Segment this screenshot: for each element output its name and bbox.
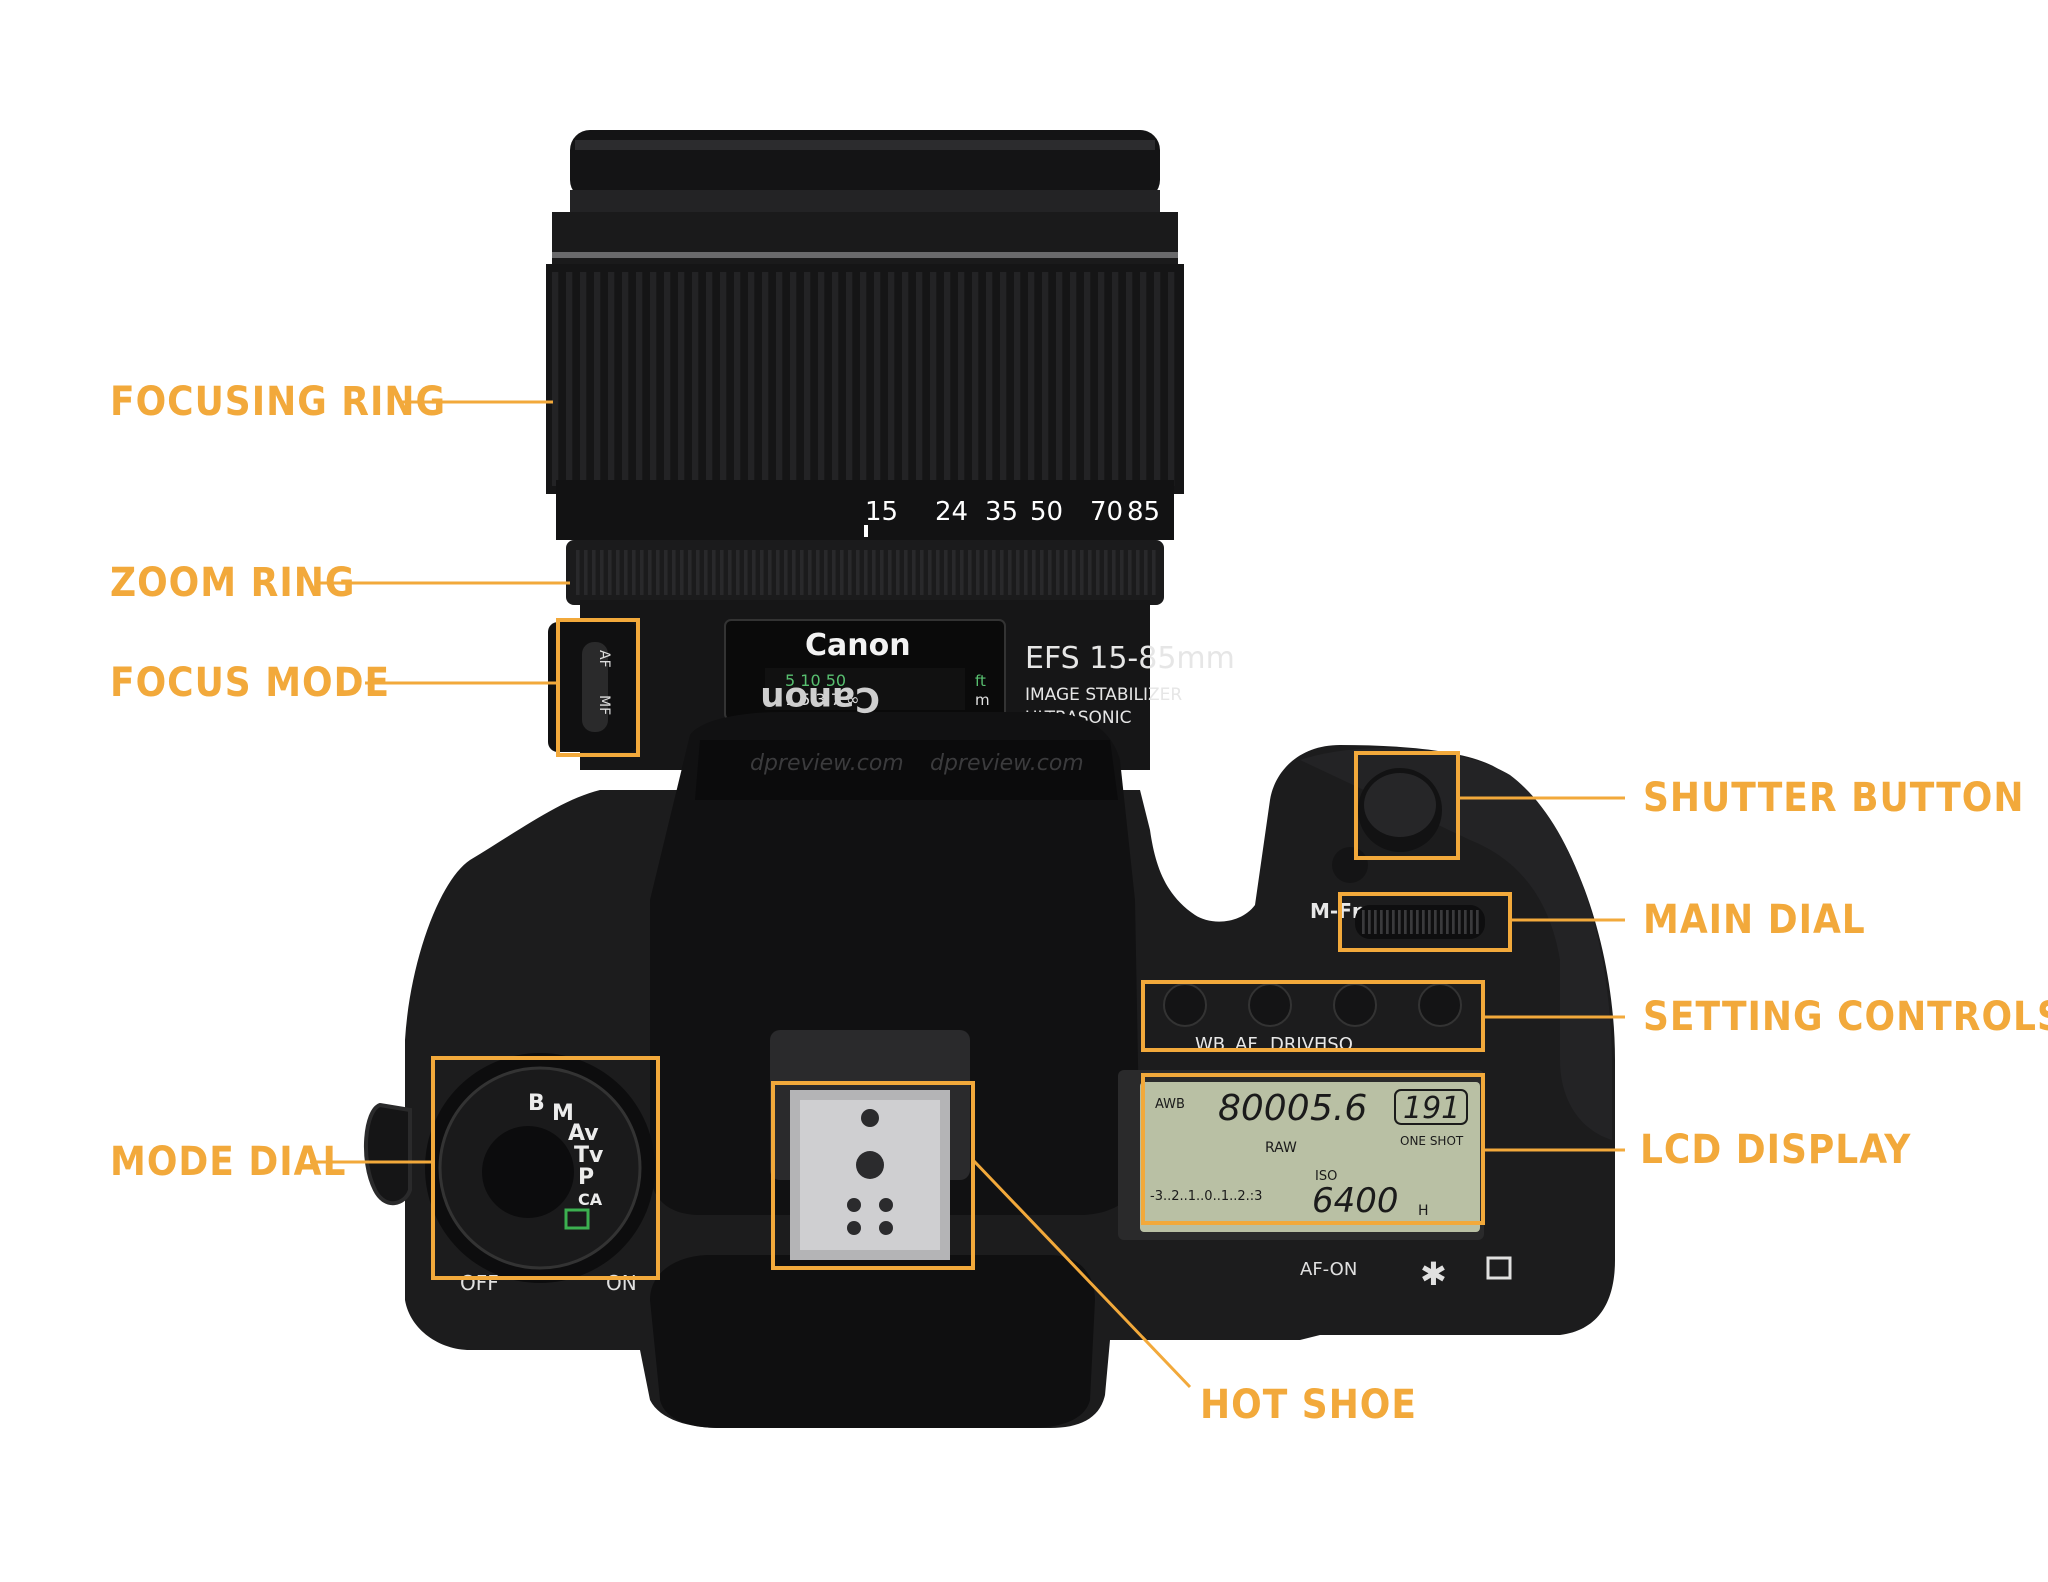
mode-letter: Av xyxy=(568,1121,599,1146)
zoom-ring-label: ZOOM RING xyxy=(110,560,356,606)
mode-letter: M xyxy=(552,1101,574,1126)
unit-m: m xyxy=(975,691,990,709)
hot-shoe[interactable] xyxy=(770,1030,970,1260)
watermark: dpreview.com xyxy=(750,751,904,776)
lcd-awb: AWB xyxy=(1155,1097,1185,1112)
lcd-exposure-scale: -3..2..1..0..1..2.:3 xyxy=(1150,1189,1262,1204)
af-point-icon xyxy=(1486,1256,1512,1280)
mode-letter: P xyxy=(578,1165,594,1190)
mode-letter: Tv xyxy=(574,1143,604,1168)
callout-lines xyxy=(310,400,1625,1389)
focal-mark: 70 xyxy=(1090,497,1123,527)
callout-boxes xyxy=(431,618,1512,1280)
mode-letter: B xyxy=(528,1091,545,1116)
lcd-shots: 191 xyxy=(1403,1091,1460,1126)
lcd-iso-label: ISO xyxy=(1315,1169,1337,1184)
lens: 15 24 35 50 70 85 Canon 5 10 50 1.5 3 7 … xyxy=(546,130,1235,770)
distance-scale-ft: 5 10 50 xyxy=(785,671,846,690)
focal-mark: 35 xyxy=(985,497,1018,527)
focal-length-scale: 15 24 35 50 70 85 xyxy=(864,497,1160,537)
main-dial-box xyxy=(1338,892,1512,952)
focal-mark: 50 xyxy=(1030,497,1063,527)
switch-af-label: AF xyxy=(596,650,612,668)
power-off-label: OFF xyxy=(460,1271,499,1295)
mode-dial-box xyxy=(431,1056,660,1280)
watermark: dpreview.com xyxy=(930,751,1084,776)
lcd-iso: 6400 xyxy=(1312,1181,1399,1221)
lcd-raw: RAW xyxy=(1265,1140,1297,1156)
focal-mark: 15 xyxy=(865,497,898,527)
lens-line1: IMAGE STABILIZER xyxy=(1025,685,1182,705)
lcd-display: AWB 8000 5.6 191 RAW ONE SHOT ISO 6400 -… xyxy=(1118,1070,1484,1240)
af-on-label: AF-ON xyxy=(1300,1259,1357,1280)
lcd-shutter: 8000 xyxy=(1218,1088,1310,1129)
focal-mark: 24 xyxy=(935,497,968,527)
prism-brand: Canon xyxy=(760,679,880,719)
lcd-drive-h: H xyxy=(1418,1203,1429,1219)
mode-dial[interactable]: B M Av Tv P CA xyxy=(425,1053,655,1283)
setting-controls-label: SETTING CONTROLS xyxy=(1643,994,2048,1040)
hot-shoe-label: HOT SHOE xyxy=(1200,1382,1417,1428)
focusing-ring-label: FOCUSING RING xyxy=(110,379,447,425)
mfn-button[interactable] xyxy=(1332,847,1368,883)
mode-dial-label: MODE DIAL xyxy=(110,1139,347,1185)
focus-mode-label: FOCUS MODE xyxy=(110,660,391,706)
lcd-aperture: 5.6 xyxy=(1310,1088,1367,1129)
asterisk-icon: ✱ xyxy=(1420,1255,1447,1293)
lens-brand: Canon xyxy=(805,628,911,663)
shutter-button-box xyxy=(1354,751,1460,860)
shutter-button-label: SHUTTER BUTTON xyxy=(1643,775,2025,821)
camera-body: Canon dpreview.com dpreview.com B M Av T… xyxy=(363,679,1615,1428)
shutter-button[interactable] xyxy=(1358,768,1442,852)
lens-model: EFS 15-85mm xyxy=(1025,641,1235,676)
hot-shoe-line xyxy=(971,1158,1192,1389)
hot-shoe-box xyxy=(771,1081,975,1270)
lcd-one-shot: ONE SHOT xyxy=(1400,1134,1464,1148)
zoom-ring[interactable] xyxy=(566,540,1164,605)
focus-mode-box xyxy=(556,618,640,757)
focal-mark: 85 xyxy=(1127,497,1160,527)
distance-scale-m: 1.5 3 7 ∞ xyxy=(785,690,859,709)
focusing-ring[interactable] xyxy=(546,264,1184,494)
mode-letter: CA xyxy=(578,1190,603,1209)
switch-mf-label: MF xyxy=(596,695,612,715)
power-on-label: ON xyxy=(606,1271,637,1295)
focus-mode-switch[interactable]: AF MF xyxy=(548,622,638,752)
main-dial-label: MAIN DIAL xyxy=(1643,897,1866,943)
unit-ft: ft xyxy=(975,672,986,690)
main-dial[interactable] xyxy=(1355,905,1485,939)
lcd-display-label: LCD DISPLAY xyxy=(1640,1127,1912,1173)
